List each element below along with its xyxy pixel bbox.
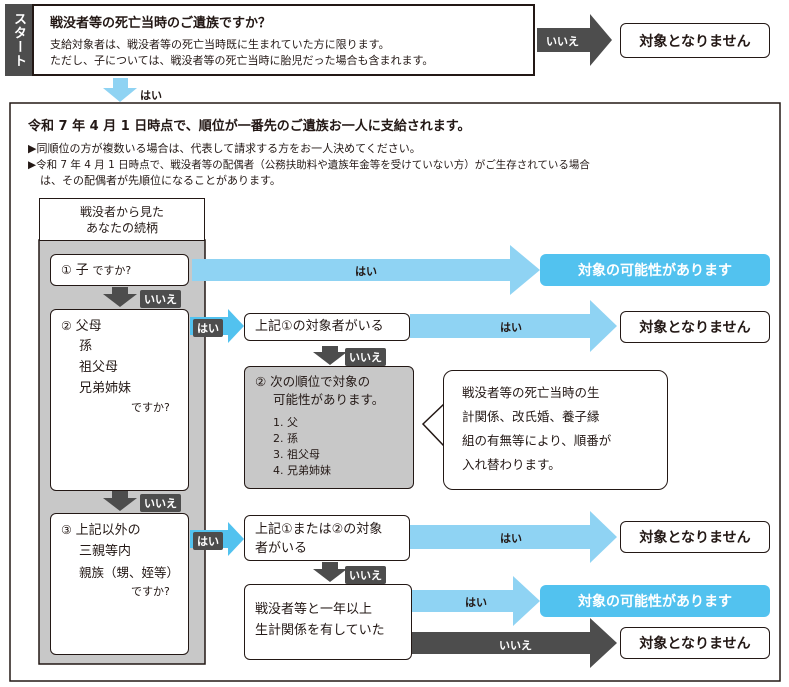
check2-no-label: いいえ: [345, 566, 386, 584]
q3-box: ③ 上記以外の 三親等内 親族（甥、姪等） ですか?: [50, 513, 189, 655]
q1-result-possible: 対象の可能性があります: [540, 254, 770, 286]
q3-item-3: 親族（甥、姪等）: [79, 565, 180, 580]
start-tab-label: スタート: [11, 12, 26, 68]
main-title: 令和 7 年 4 月 1 日時点で、順位が一番先のご遺族お一人に支給されます。: [28, 119, 471, 134]
q1-suffix: ですか?: [92, 264, 132, 277]
main-note-2: ▶令和 7 年 4 月 1 日時点で、戦没者等の配偶者（公務扶助料や遺族年金等を…: [28, 159, 590, 171]
q2-box: ② 父母 孫 祖父母 兄弟姉妹 ですか?: [50, 309, 189, 491]
q2-no-arrow: [103, 491, 137, 511]
check3-yes-arrow: [412, 576, 540, 626]
check3-box: 戦没者等と一年以上 生計関係を有していた: [244, 584, 412, 660]
q3-item-1: 上記以外の: [75, 523, 141, 538]
q1-yes-arrow: [192, 245, 540, 295]
q2-number: ②: [61, 319, 72, 333]
second-rank-item-1: 1. 父: [273, 416, 298, 429]
second-rank-item-2: 2. 孫: [273, 432, 298, 445]
q1-box: ① 子 ですか?: [50, 254, 189, 286]
relation-header: 戦没者から見た あなたの続柄: [39, 198, 205, 241]
start-note-1: 支給対象者は、戦没者等の死亡当時既に生まれていた方に限ります。: [50, 38, 390, 51]
start-note-2: ただし、子については、戦没者等の死亡当時に胎児だった場合も含まれます。: [50, 54, 434, 67]
start-question: 戦没者等の死亡当時のご遺族ですか？: [50, 16, 272, 31]
q2-item-4: 兄弟姉妹: [79, 381, 132, 396]
second-rank-item-3: 3. 祖父母: [273, 448, 320, 461]
start-tab: スタート: [5, 4, 32, 76]
relation-header-line1: 戦没者から見た: [79, 204, 164, 219]
second-rank-title-1: ② 次の順位で対象の: [255, 374, 371, 389]
q1-number: ①: [61, 263, 72, 277]
q2-item-1: 父母: [75, 319, 102, 334]
q2-no-label: いいえ: [140, 494, 181, 512]
check1-no-arrow: [313, 346, 347, 365]
callout-line-2: 計関係、改氏婚、養子縁: [462, 409, 600, 424]
main-note-2b: は、その配偶者が先順位になることがあります。: [40, 174, 281, 187]
q3-item-2: 三親等内: [79, 544, 132, 559]
relation-header-line2: あなたの続柄: [85, 220, 158, 235]
check3-yes-label: はい: [465, 596, 487, 609]
check2-box: 上記①または②の対象 者がいる: [244, 515, 410, 561]
check2-yes-arrow: [410, 511, 617, 563]
main-note-1: ▶同順位の方が複数いる場合は、代表して請求する方をお一人決めてください。: [28, 142, 421, 155]
check3-no-label: いいえ: [495, 636, 536, 654]
second-rank-item-4: 4. 兄弟姉妹: [273, 464, 331, 477]
q2-item-2: 孫: [79, 339, 93, 354]
start-question-box: 戦没者等の死亡当時のご遺族ですか？ 支給対象者は、戦没者等の死亡当時既に生まれて…: [32, 4, 535, 76]
q2-yes-label: はい: [193, 319, 223, 337]
check3-line-2: 生計関係を有していた: [255, 623, 385, 638]
start-yes-label: はい: [140, 89, 162, 102]
check3-result-possible: 対象の可能性があります: [540, 585, 770, 617]
q3-suffix: ですか?: [131, 585, 170, 598]
callout-line-4: 入れ替わります。: [462, 457, 561, 472]
check2-no-arrow: [313, 562, 347, 582]
check2-yes-label: はい: [500, 532, 522, 545]
main-frame: [9, 102, 781, 682]
start-yes-arrow: [103, 78, 137, 102]
q2-suffix: ですか?: [131, 401, 170, 414]
q3-yes-label: はい: [193, 532, 223, 550]
check2-result-not-eligible: 対象となりません: [620, 521, 770, 553]
q1-no-label: いいえ: [140, 290, 181, 308]
check1-result-not-eligible: 対象となりません: [620, 311, 770, 343]
callout-line-1: 戦没者等の死亡当時の生: [462, 385, 600, 400]
q1-yes-label: はい: [355, 265, 377, 278]
q1-item: 子: [75, 263, 89, 278]
callout-pointer: [421, 402, 445, 448]
q1-no-arrow: [103, 287, 137, 307]
second-rank-title-2: 可能性があります。: [273, 392, 385, 407]
q2-item-3: 祖父母: [79, 360, 119, 375]
second-rank-box: ② 次の順位で対象の 可能性があります。 1. 父 2. 孫 3. 祖父母 4.…: [244, 366, 414, 489]
check1-box: 上記①の対象者がいる: [244, 313, 410, 341]
start-no-label: いいえ: [542, 32, 583, 50]
callout-line-3: 組の有無等により、順番が: [462, 433, 612, 448]
check3-line-1: 戦没者等と一年以上: [255, 602, 373, 617]
start-result-not-eligible: 対象となりません: [620, 23, 770, 58]
q3-number: ③: [61, 523, 72, 537]
check3-result-not-eligible: 対象となりません: [620, 627, 770, 659]
callout-box: 戦没者等の死亡当時の生 計関係、改氏婚、養子縁 組の有無等により、順番が 入れ替…: [443, 370, 668, 490]
check2-line-2: 者がいる: [255, 541, 308, 556]
check1-yes-arrow: [410, 300, 617, 352]
check1-no-label: いいえ: [345, 348, 386, 366]
check2-line-1: 上記①または②の対象: [255, 522, 383, 537]
check1-yes-label: はい: [500, 321, 522, 334]
